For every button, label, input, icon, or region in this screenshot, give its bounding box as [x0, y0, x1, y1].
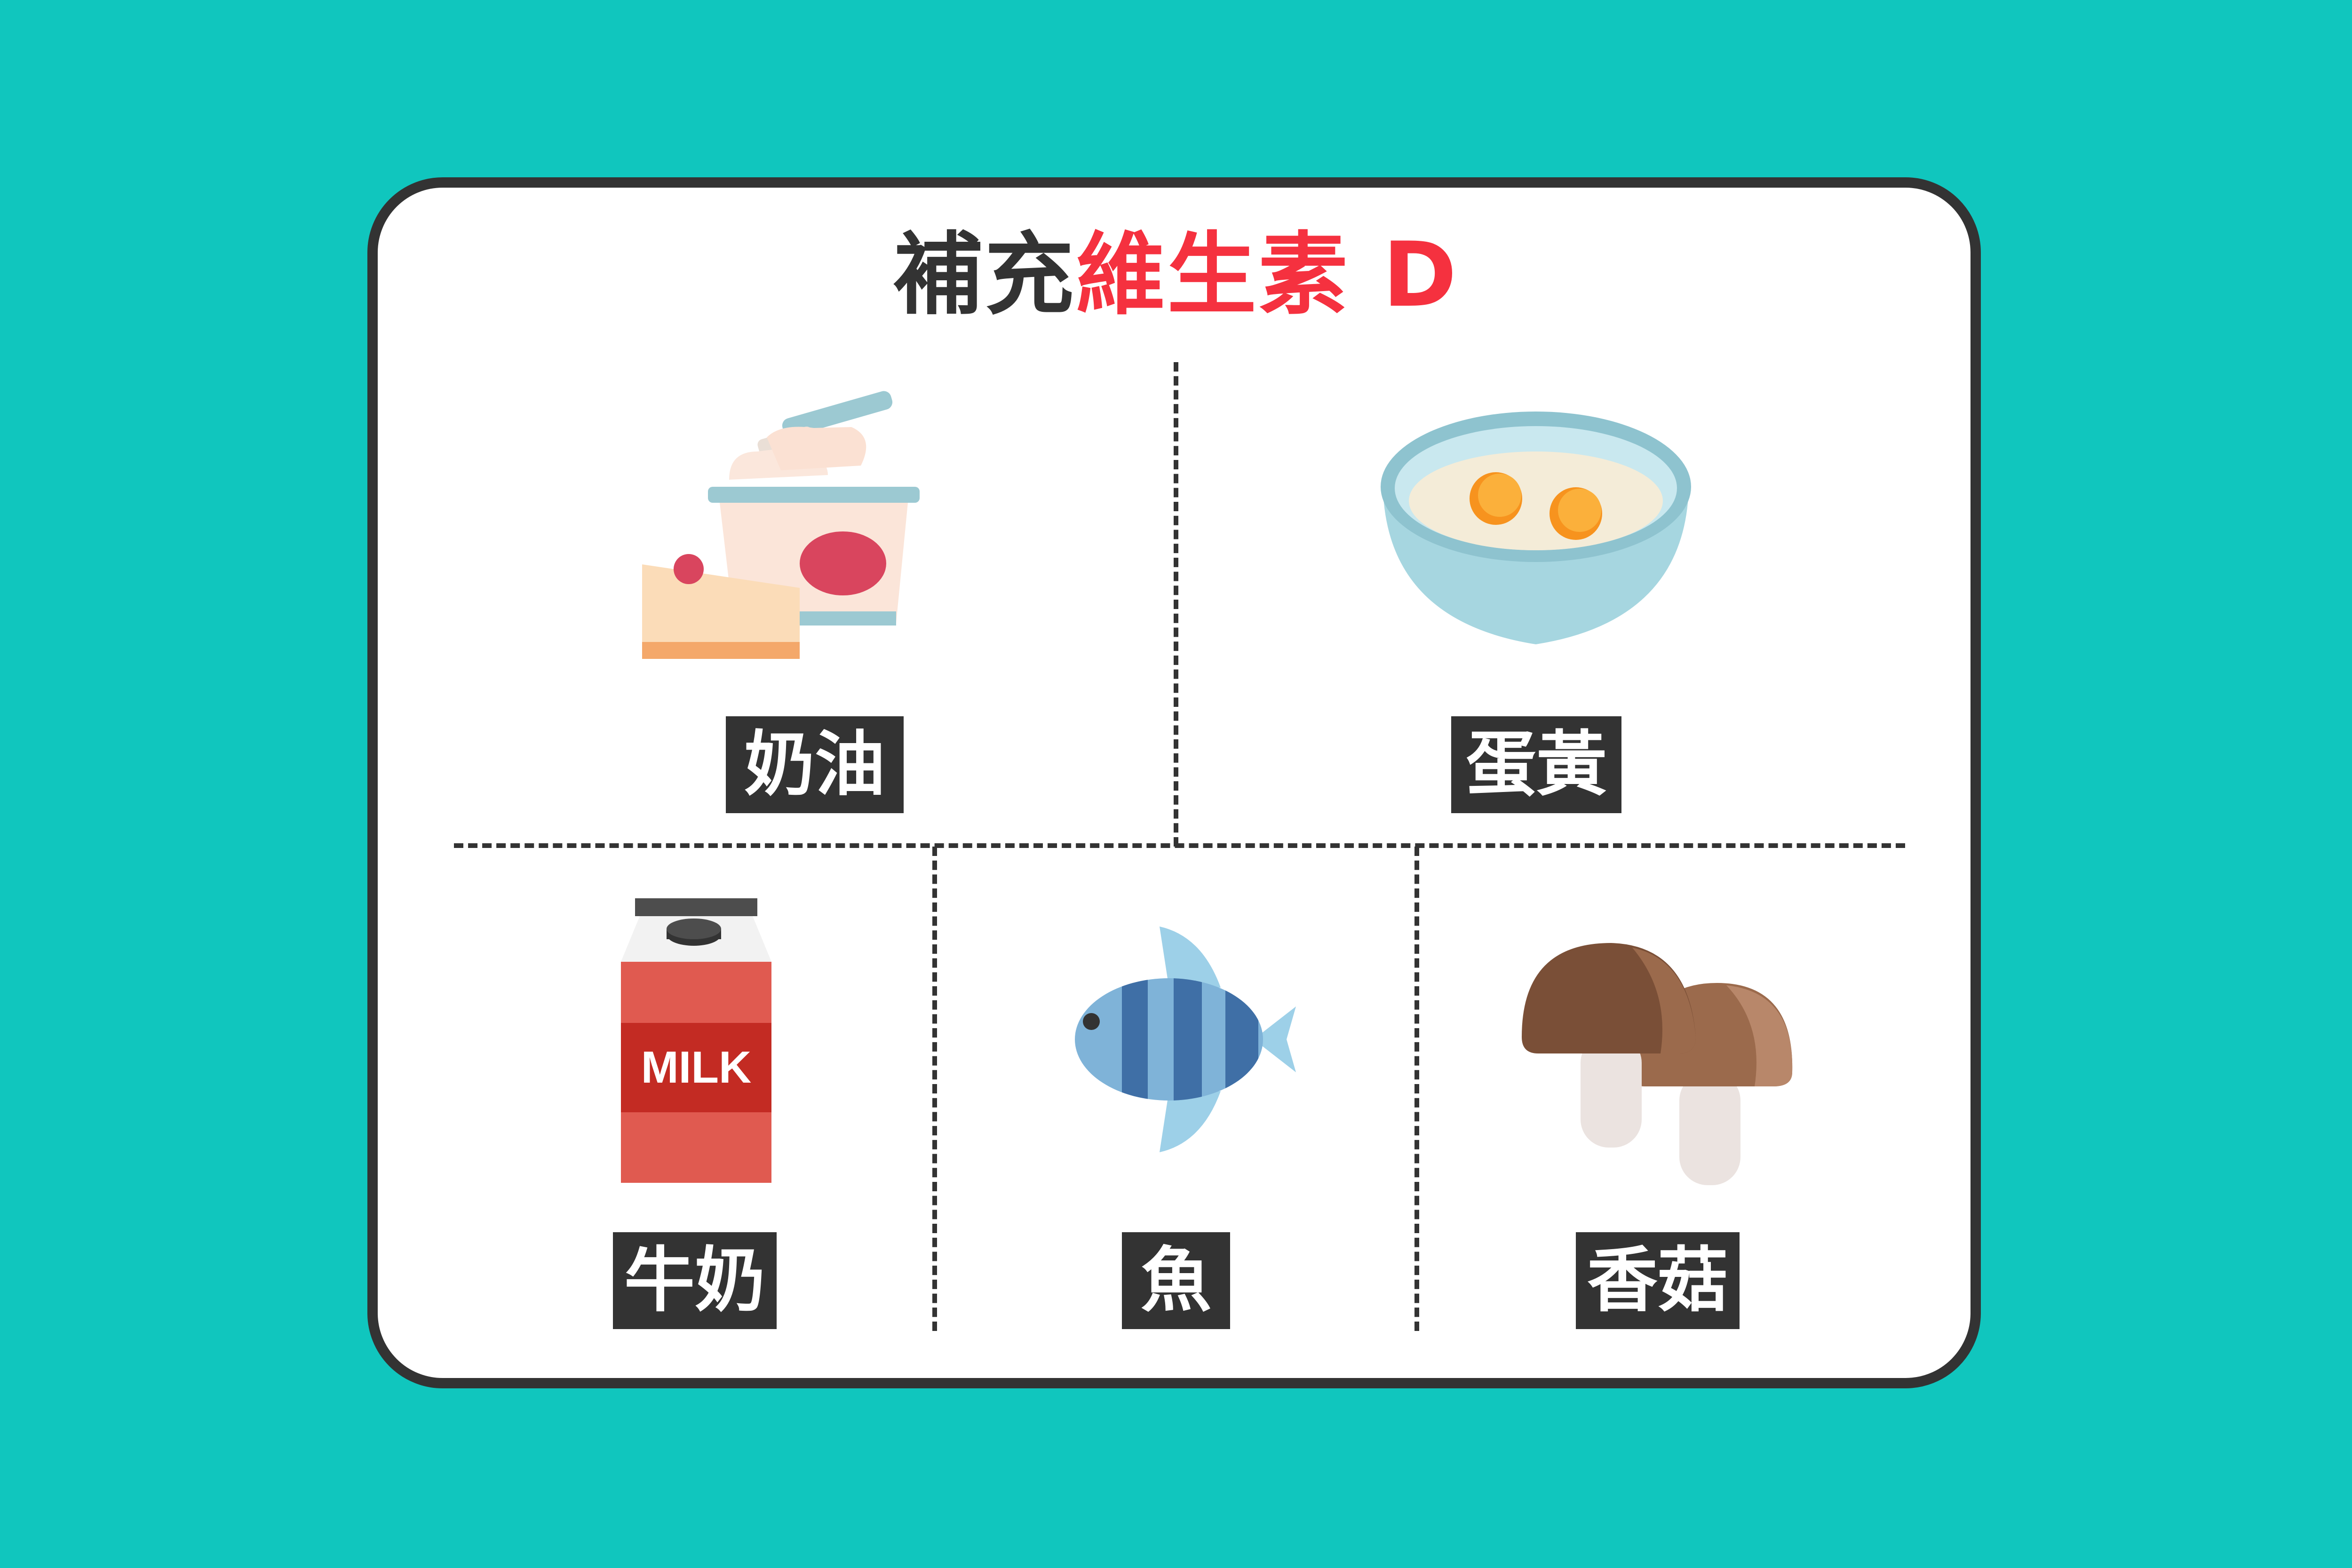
- divider-top-vertical: [1174, 362, 1178, 847]
- milk-carton-text: MILK: [641, 1042, 752, 1093]
- fish-icon: [1075, 927, 1296, 1152]
- label-milk: 牛奶: [613, 1232, 777, 1329]
- label-egg-yolk: 蛋黃: [1451, 716, 1621, 813]
- label-butter: 奶油: [726, 716, 904, 813]
- butter-icon: [642, 391, 920, 659]
- divider-bottom-left: [932, 847, 937, 1331]
- milk-carton-icon: MILK: [621, 898, 771, 1183]
- label-fish: 魚: [1122, 1232, 1230, 1329]
- label-mushroom: 香菇: [1576, 1232, 1740, 1329]
- title-part-1: 補充: [893, 223, 1076, 327]
- title-part-2: 維生素 D: [1076, 223, 1459, 327]
- page-title: 補充維生素 D: [0, 221, 2352, 329]
- divider-bottom-right: [1414, 847, 1419, 1331]
- divider-horizontal: [454, 843, 1905, 848]
- egg-bowl-icon: [1381, 412, 1691, 644]
- mushroom-icon: [1522, 943, 1793, 1185]
